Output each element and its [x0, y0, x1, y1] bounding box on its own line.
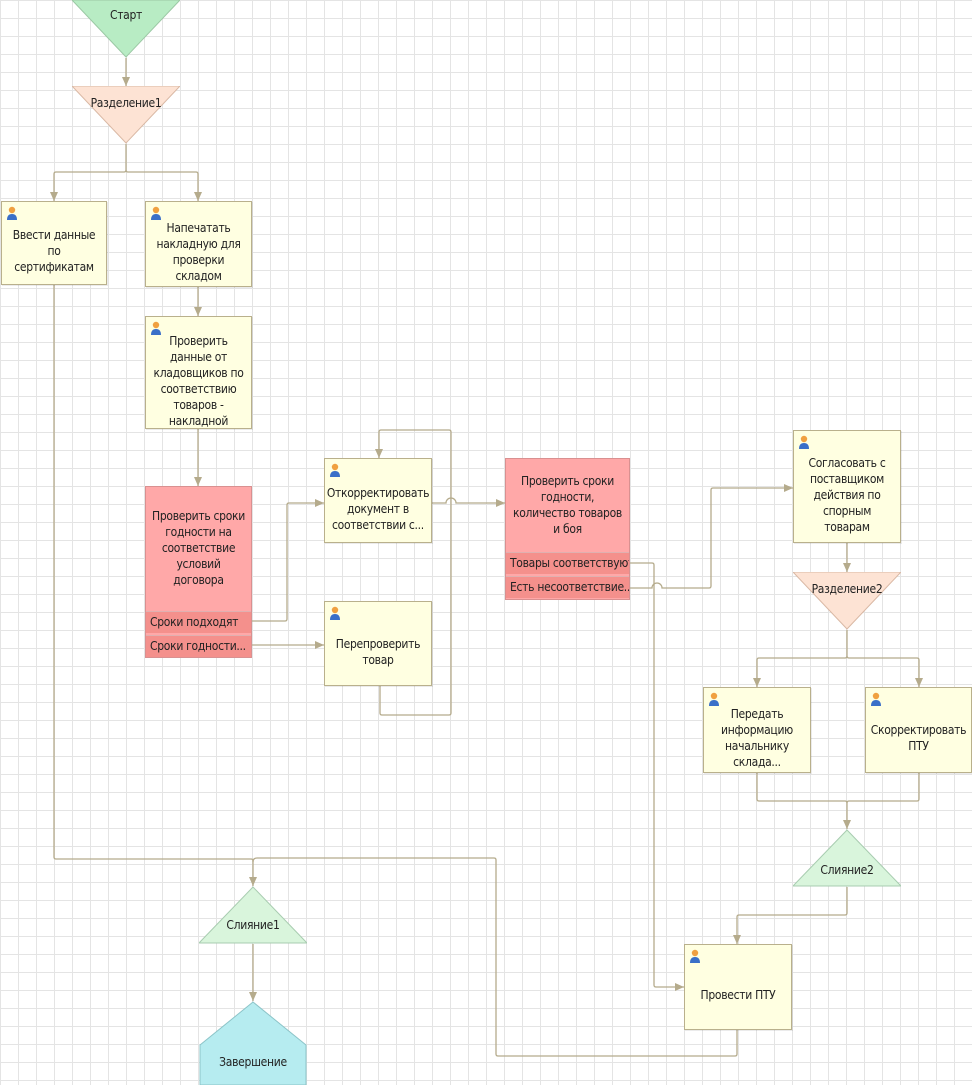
arrowhead-merge2-to-post	[733, 935, 741, 944]
arrowhead-merge1-to-end	[249, 992, 257, 1001]
task-correct-ptu[interactable]: Скорректировать ПТУ	[865, 687, 972, 773]
connector-terms-ok-to-correct[interactable]	[252, 502, 324, 622]
user-icon	[151, 321, 161, 335]
condition-title: Проверить сроки годности на соответствие…	[152, 509, 245, 587]
merge2-label: Слияние2	[820, 863, 874, 877]
task-label: Согласовать с поставщиком действия по сп…	[808, 455, 886, 534]
task-post-ptu[interactable]: Провести ПТУ	[684, 944, 792, 1030]
arrowhead-recheck-loop-to-correct	[375, 449, 383, 458]
user-icon	[151, 206, 161, 220]
arrowhead-expiry-issue-to-recheck	[315, 641, 324, 649]
user-icon	[330, 606, 340, 620]
task-label: Ввести данные по сертификатам	[12, 228, 96, 274]
task-agree-supplier[interactable]: Согласовать с поставщиком действия по сп…	[793, 430, 901, 543]
merge2-node[interactable]: Слияние2	[793, 829, 901, 887]
task-label: Напечатать накладную для проверки складо…	[156, 221, 241, 283]
condition-expiry-quantity[interactable]: Проверить сроки годности, количество тов…	[505, 458, 630, 600]
connector-goods-match-to-post[interactable]	[630, 562, 684, 988]
start-label: Старт	[109, 8, 143, 22]
task-label: Откорректировать документ в соответствии…	[326, 485, 430, 532]
connector-split1-to-certificates[interactable]	[53, 144, 127, 201]
connector-mismatch-to-agree[interactable]	[630, 487, 793, 589]
arrowhead-check-to-condition	[194, 477, 202, 486]
merge1-node[interactable]: Слияние1	[199, 886, 307, 944]
arrowhead-split2-to-inform	[753, 678, 761, 687]
arrowhead-print-to-check	[194, 307, 202, 316]
task-label: Передать информацию начальнику склада...	[721, 707, 793, 769]
arrowhead-mismatch-to-agree	[784, 484, 793, 492]
task-label: Скорректировать ПТУ	[870, 723, 967, 753]
task-recheck-goods[interactable]: Перепроверить товар	[324, 601, 432, 686]
arrowhead-goods-match-to-post	[675, 983, 684, 991]
arrowhead-split2-to-correct-ptu	[915, 678, 923, 687]
split1-node[interactable]: Разделение1	[72, 86, 180, 144]
start-node[interactable]: Старт	[72, 0, 180, 58]
connector-merge2-to-post[interactable]	[736, 887, 848, 944]
task-correct-document[interactable]: Откорректировать документ в соответствии…	[324, 458, 432, 543]
connector-recheck-loop-to-correct[interactable]	[378, 429, 452, 716]
arrowhead-certificates-to-merge1	[249, 877, 257, 886]
connector-split2-to-correct-ptu[interactable]	[846, 655, 920, 687]
arrowhead-split1-to-certificates	[50, 192, 58, 201]
connector-post-to-merge1[interactable]	[252, 857, 738, 1057]
end-node[interactable]: Завершение	[199, 1001, 307, 1085]
condition-option-mismatch[interactable]: Есть несоответствие...	[506, 576, 629, 598]
task-inform-warehouse-head[interactable]: Передать информацию начальнику склада...	[703, 687, 811, 773]
arrowhead-agree-to-split2	[843, 563, 851, 572]
connector-correct-ptu-to-merge2[interactable]	[846, 773, 920, 804]
user-icon	[709, 692, 719, 706]
connector-split2-to-inform[interactable]	[756, 630, 848, 687]
split2-node[interactable]: Разделение2	[793, 572, 901, 630]
condition-option-expiry-issue[interactable]: Сроки годности...	[146, 635, 251, 657]
user-icon	[799, 435, 809, 449]
task-label: Проверить данные от кладовщиков по соотв…	[153, 333, 244, 428]
arrowhead-correct-to-condition2	[496, 499, 505, 507]
connector-inform-to-merge2[interactable]	[756, 773, 848, 829]
task-print-invoice[interactable]: Напечатать накладную для проверки складо…	[145, 201, 252, 287]
connector-correct-to-condition2[interactable]	[432, 497, 505, 504]
split2-label: Разделение2	[811, 582, 883, 596]
user-icon	[871, 692, 881, 706]
arrowhead-start-to-split1	[122, 77, 130, 86]
user-icon	[690, 949, 700, 963]
connector-split1-to-print-invoice[interactable]	[125, 169, 199, 201]
condition-title: Проверить сроки годности, количество тов…	[513, 474, 622, 536]
task-label: Перепроверить товар	[335, 636, 421, 667]
user-icon	[330, 463, 340, 477]
task-check-storekeepers[interactable]: Проверить данные от кладовщиков по соотв…	[145, 316, 252, 429]
condition-option-terms-ok[interactable]: Сроки подходят	[146, 611, 251, 633]
task-enter-certificates[interactable]: Ввести данные по сертификатам	[1, 201, 107, 285]
arrowhead-terms-ok-to-correct	[315, 499, 324, 507]
user-icon	[7, 206, 17, 220]
merge1-label: Слияние1	[226, 918, 280, 932]
condition-option-goods-match[interactable]: Товары соответствуют	[506, 552, 629, 574]
task-label: Провести ПТУ	[700, 988, 776, 1002]
split1-label: Разделение1	[90, 96, 162, 110]
condition-expiry-contract[interactable]: Проверить сроки годности на соответствие…	[145, 486, 252, 658]
end-label: Завершение	[219, 1055, 287, 1069]
arrowhead-inform-to-merge2	[843, 820, 851, 829]
arrowhead-split1-to-print-invoice	[194, 192, 202, 201]
